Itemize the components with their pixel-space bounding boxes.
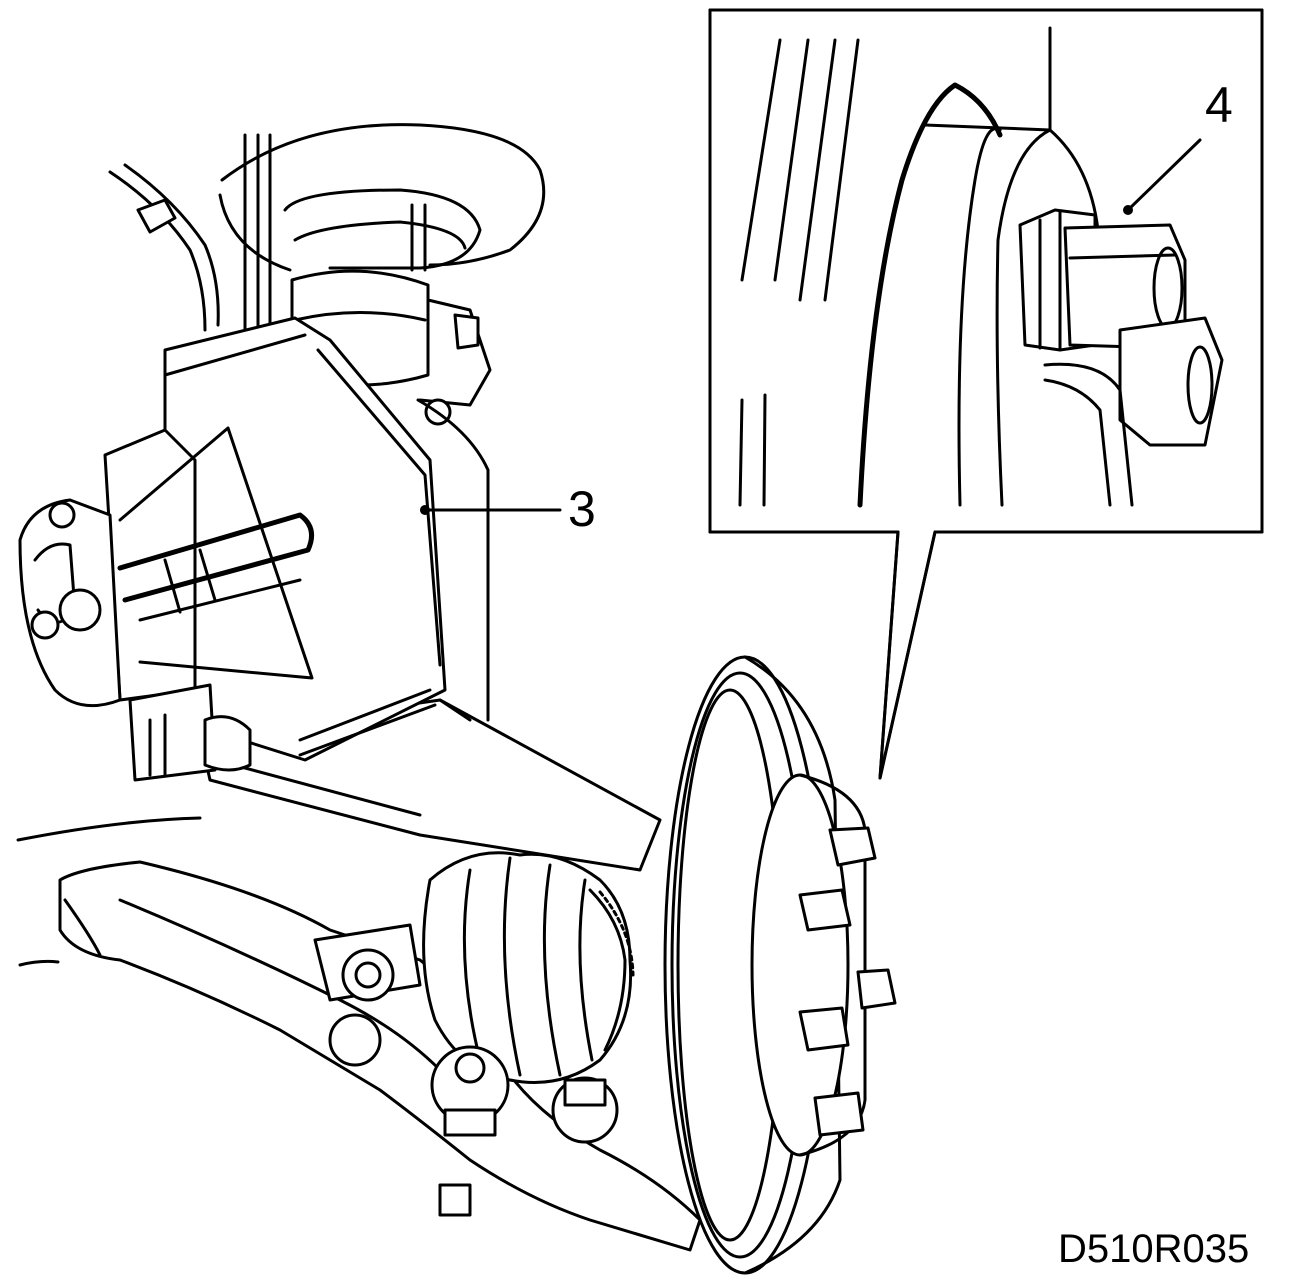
strut-bracket xyxy=(313,923,619,1217)
brake-hose xyxy=(108,163,220,332)
cv-joint-boot xyxy=(422,851,635,1084)
callout-leaders xyxy=(420,138,1202,515)
callout-3-label: 3 xyxy=(568,481,596,537)
wheel-studs xyxy=(798,826,897,1137)
lower-control-arm xyxy=(16,816,702,1252)
figure-code: D510R035 xyxy=(1058,1227,1249,1271)
brake-caliper xyxy=(18,316,447,782)
callout-4-label: 4 xyxy=(1205,77,1233,133)
detail-inset xyxy=(708,8,1264,780)
callout-4-leader xyxy=(1126,138,1202,212)
brake-disc xyxy=(663,655,867,1275)
